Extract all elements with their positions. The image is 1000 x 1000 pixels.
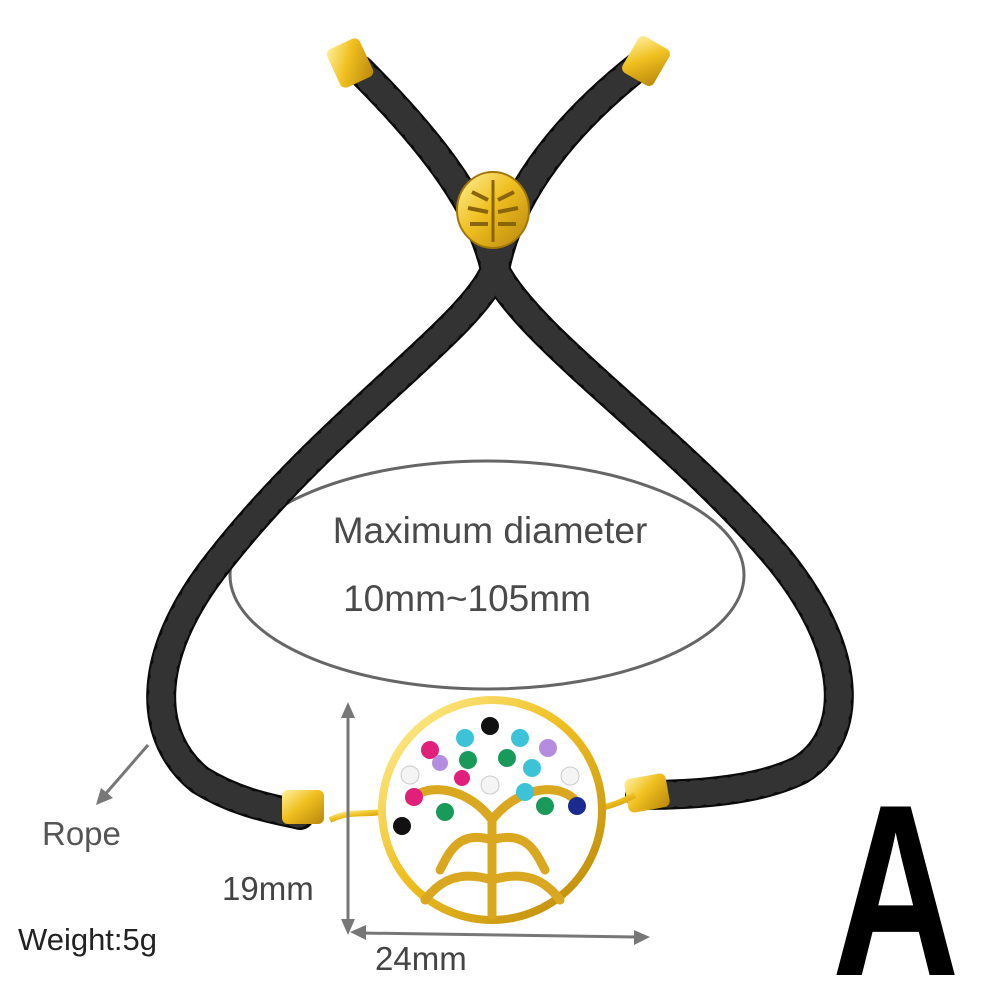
rope-label: Rope (42, 815, 121, 852)
height-label: 19mm (222, 870, 314, 907)
diameter-title: Maximum diameter (332, 510, 648, 551)
end-caps (282, 36, 670, 824)
variant-letter: A (832, 753, 959, 1000)
tree-of-life-pendant (328, 696, 637, 924)
diameter-ellipse (228, 459, 746, 691)
slider-bead (456, 171, 530, 249)
weight-label: Weight:5g (18, 922, 158, 957)
dimension-arrows (96, 702, 650, 945)
width-label: 24mm (375, 940, 467, 977)
gems (393, 717, 586, 835)
diameter-range: 10mm~105mm (343, 578, 591, 619)
